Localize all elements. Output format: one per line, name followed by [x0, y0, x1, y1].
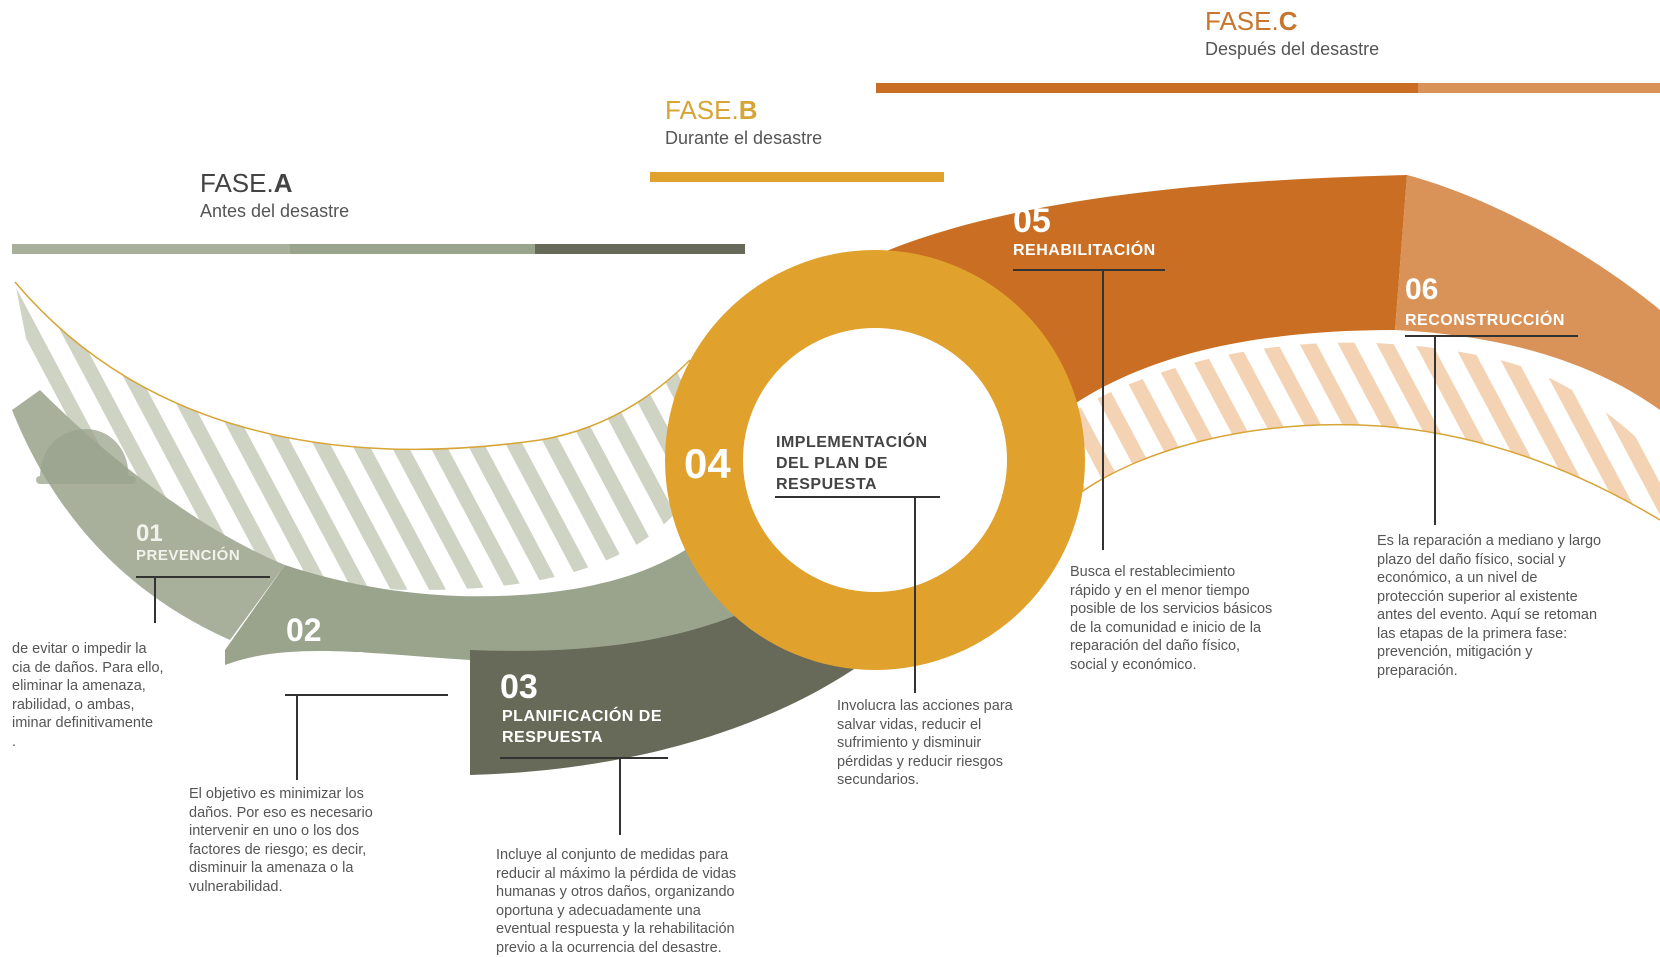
phase-a-title: FASE.A — [200, 170, 349, 196]
step-05-number: 05 — [1013, 202, 1051, 240]
phase-b-title-prefix: FASE. — [665, 95, 739, 125]
phase-c-hatch-band — [1030, 342, 1660, 520]
phase-c-title-letter: C — [1278, 6, 1298, 36]
phase-b-title-letter: B — [738, 95, 758, 125]
phase-c-subtitle: Después del desastre — [1205, 39, 1380, 59]
phase-c-header: FASE.C Después del desastre — [1205, 8, 1379, 58]
phase-a-hatch-edge — [14, 281, 691, 451]
phase-c-title-prefix: FASE. — [1205, 6, 1279, 36]
step-06-description: Es la reparación a mediano y largo plazo… — [1377, 533, 1602, 679]
phase-a-bar-mid — [290, 244, 535, 254]
phase-b-subtitle: Durante el desastre — [665, 128, 823, 148]
phase-a-bar — [12, 244, 745, 254]
phase-a-title-letter: A — [273, 168, 293, 198]
phase-c-bar — [876, 83, 1660, 93]
step-03-description: Incluye al conjunto de medidas para redu… — [496, 847, 737, 956]
phase-c-title: FASE.C — [1205, 8, 1379, 34]
step-01-description: de evitar o impedir la cia de daños. Par… — [12, 641, 164, 750]
phase-b-bar — [650, 172, 944, 182]
step-04-label: IMPLEMENTACIÓN DEL PLAN DE RESPUESTA — [776, 434, 928, 493]
segment-04-ring-hole — [743, 328, 1007, 592]
step-04-number: 04 — [684, 440, 731, 487]
segment-06-band — [1395, 175, 1660, 410]
phase-b-title: FASE.B — [665, 97, 822, 123]
phase-a-title-prefix: FASE. — [200, 168, 274, 198]
phase-c-hatch-edge — [1059, 423, 1660, 521]
step-04-description: Involucra las acciones para salvar vidas… — [837, 698, 1013, 788]
step-06-number: 06 — [1405, 273, 1439, 306]
step-02-description: El objetivo es minimizar los daños. Por … — [189, 786, 373, 895]
phase-a-bar-light — [12, 244, 290, 254]
phase-a-header: FASE.A Antes del desastre — [200, 170, 349, 220]
step-01-number: 01 — [136, 520, 163, 547]
leader-lines — [136, 269, 1578, 835]
phase-b-header: FASE.B Durante el desastre — [665, 97, 822, 147]
step-05-label: REHABILITACIÓN — [1013, 242, 1156, 259]
step-02-number: 02 — [286, 612, 322, 648]
phase-a-subtitle: Antes del desastre — [200, 201, 350, 221]
helmet-icon — [36, 429, 136, 484]
step-03-label: PLANIFICACIÓN DE RESPUESTA — [502, 708, 662, 746]
step-05-description: Busca el restablecimiento rápido y en el… — [1070, 564, 1273, 673]
step-06-label: RECONSTRUCCIÓN — [1405, 312, 1565, 329]
phase-a-bar-dark — [535, 244, 745, 254]
step-01-label: PREVENCIÓN — [136, 547, 241, 564]
step-02-label: ATENUAR POSIBLES DAÑOS — [286, 650, 437, 688]
step-03-number: 03 — [500, 668, 538, 706]
segment-02-band — [225, 540, 760, 665]
